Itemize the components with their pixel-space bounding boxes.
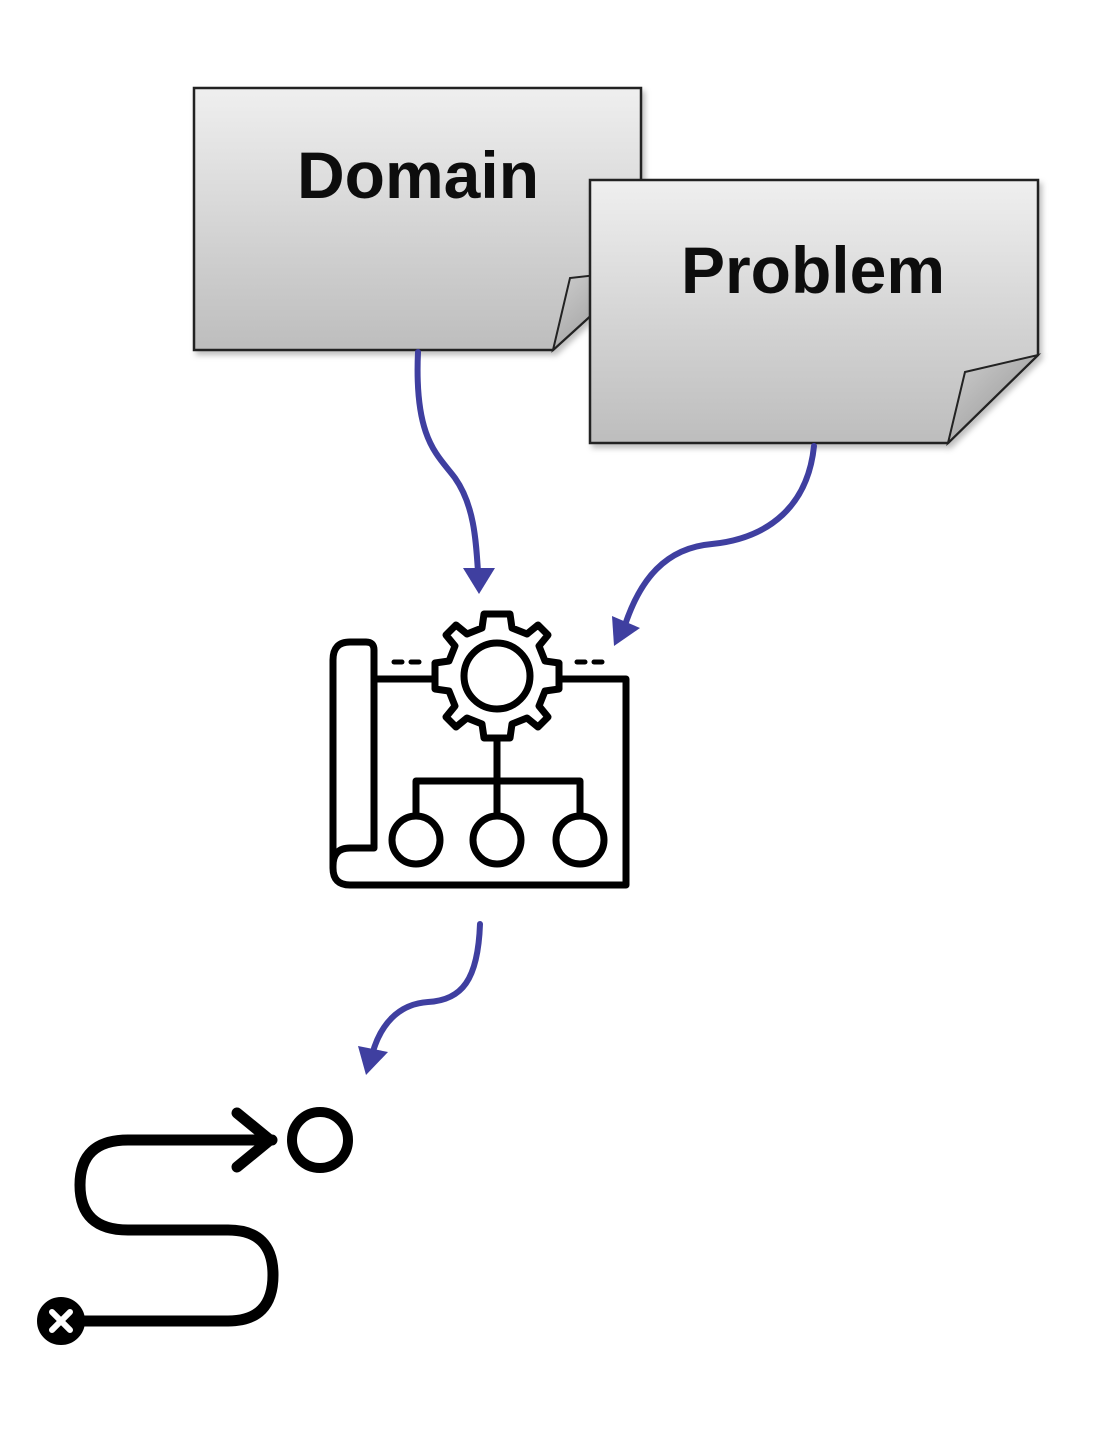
route-path-icon: [37, 1107, 353, 1345]
route-path: [72, 1134, 279, 1327]
arrowhead-problem: [612, 616, 640, 646]
gear-blueprint-icon: [329, 610, 630, 889]
gear-icon: [431, 610, 563, 742]
blueprint-scroll: [329, 638, 630, 889]
domain-document: Domain: [192, 86, 644, 353]
arrows: [369, 349, 817, 1058]
problem-document: Problem: [588, 178, 1042, 447]
arrow-planner-to-plan: [369, 921, 483, 1058]
problem-label: Problem: [681, 233, 945, 307]
arrowheads: [358, 568, 640, 1075]
arrowhead-planner: [358, 1046, 388, 1075]
blueprint-scroll-inner: [329, 658, 378, 870]
problem-document-fold: [946, 353, 1042, 447]
hierarchy-node-center: [469, 812, 525, 868]
route-goal-icon: [287, 1107, 353, 1173]
hierarchy-node-right: [552, 812, 608, 868]
gear-center: [460, 639, 534, 713]
hierarchy-branches: [412, 777, 584, 820]
gear-teeth: [431, 610, 563, 742]
arrow-problem-to-planner: [622, 443, 817, 628]
domain-label: Domain: [297, 138, 539, 212]
arrowhead-domain: [463, 568, 495, 594]
hierarchy-node-left: [388, 812, 444, 868]
arrow-domain-to-planner: [414, 349, 481, 575]
route-arrowhead: [231, 1107, 276, 1173]
route-start-x-icon: [49, 1309, 73, 1333]
